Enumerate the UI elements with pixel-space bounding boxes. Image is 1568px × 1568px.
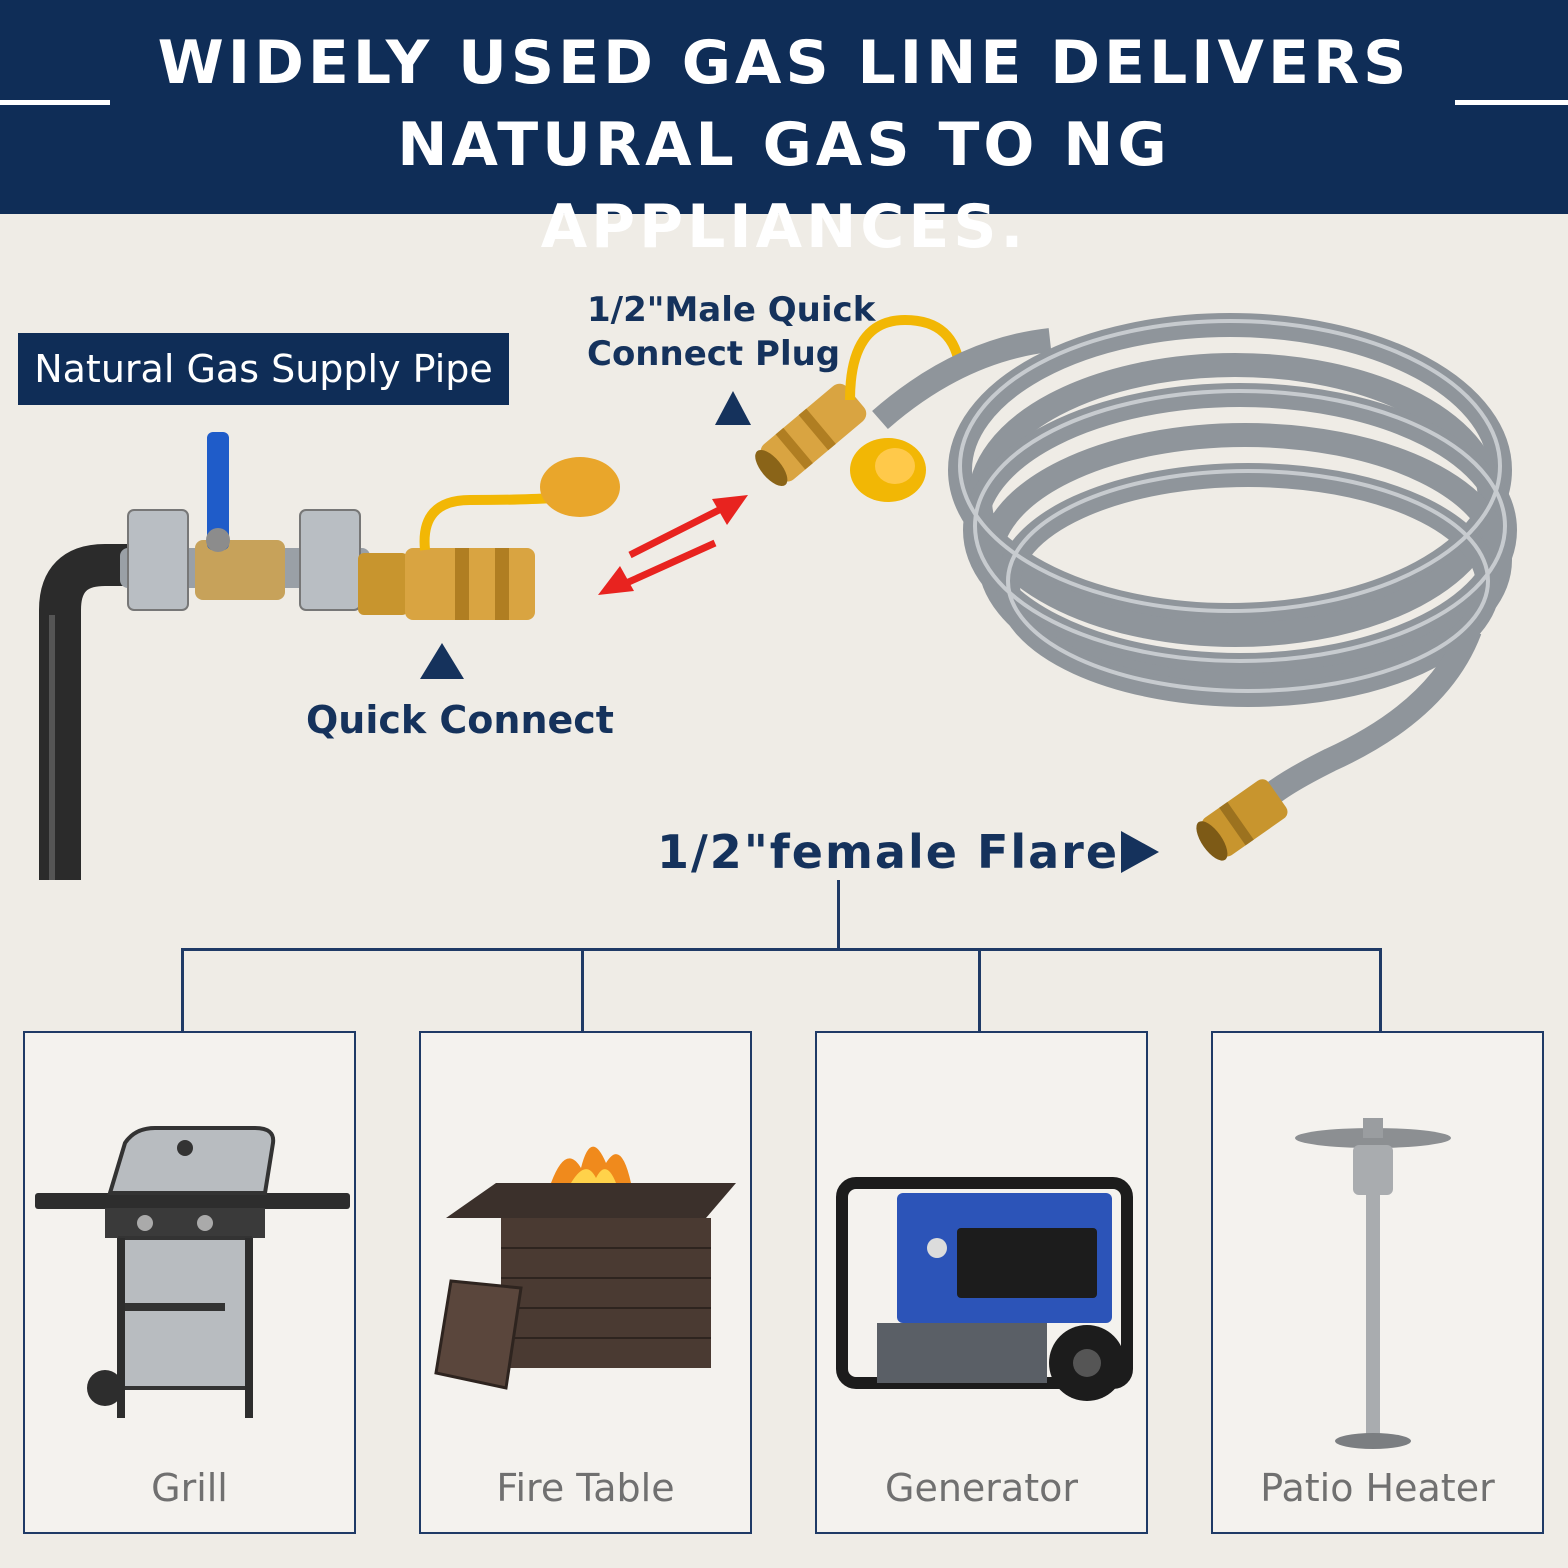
appliance-label-fire-table: Fire Table (496, 1466, 675, 1510)
supply-pipe-label: Natural Gas Supply Pipe (18, 333, 509, 405)
male-plug-label-line-1: 1/2"Male Quick (587, 290, 876, 330)
male-quick-connect-plug (755, 314, 965, 502)
banner-title-line-2: NATURAL GAS TO NG APPLIANCES. (397, 110, 1171, 262)
connector-bar (181, 948, 1382, 951)
generator-icon (836, 1177, 1133, 1401)
male-plug-label-line-2: Connect Plug (587, 334, 841, 374)
appliance-card-grill: Grill (23, 1031, 356, 1534)
appliance-label-grill: Grill (151, 1466, 228, 1510)
connector-drop-4 (1379, 948, 1382, 1032)
female-flare-label: 1/2"female Flare (657, 825, 1120, 879)
header-banner: WIDELY USED GAS LINE DELIVERS NATURAL GA… (0, 0, 1568, 262)
connector-drop-2 (581, 948, 584, 1032)
appliance-card-fire-table: Fire Table (419, 1031, 752, 1534)
banner-title-line-1: WIDELY USED GAS LINE DELIVERS (157, 28, 1411, 98)
male-plug-label: 1/2"Male Quick Connect Plug (587, 288, 875, 376)
hose-highlights (958, 319, 1507, 693)
grill-icon (35, 1126, 350, 1418)
banner-right-rule (1455, 100, 1568, 105)
quick-connect-label: Quick Connect (306, 698, 614, 742)
male-plug-pointer-icon (715, 391, 751, 425)
quick-connect-pointer-icon (420, 643, 464, 679)
gas-line-illustration (39, 313, 1517, 880)
banner-left-rule (0, 100, 110, 105)
female-flare-fitting (1196, 779, 1288, 861)
female-quick-connect (358, 457, 620, 620)
appliance-card-generator: Generator (815, 1031, 1148, 1534)
valve-assembly (120, 432, 370, 611)
fire-table-icon (434, 1146, 736, 1390)
banner-title: WIDELY USED GAS LINE DELIVERS NATURAL GA… (150, 22, 1418, 268)
gas-hose-coil (872, 313, 1517, 809)
appliance-label-generator: Generator (885, 1466, 1078, 1510)
patio-heater-icon (1295, 1118, 1451, 1449)
appliance-card-patio-heater: Patio Heater (1211, 1031, 1544, 1534)
appliance-label-patio-heater: Patio Heater (1260, 1466, 1495, 1510)
female-flare-pointer-icon (1121, 831, 1159, 873)
connector-drop-3 (978, 948, 981, 1032)
connector-trunk (837, 880, 840, 950)
connector-drop-1 (181, 948, 184, 1032)
supply-pipe (39, 544, 140, 880)
connect-arrows (598, 495, 748, 595)
valve-handle (207, 432, 229, 550)
